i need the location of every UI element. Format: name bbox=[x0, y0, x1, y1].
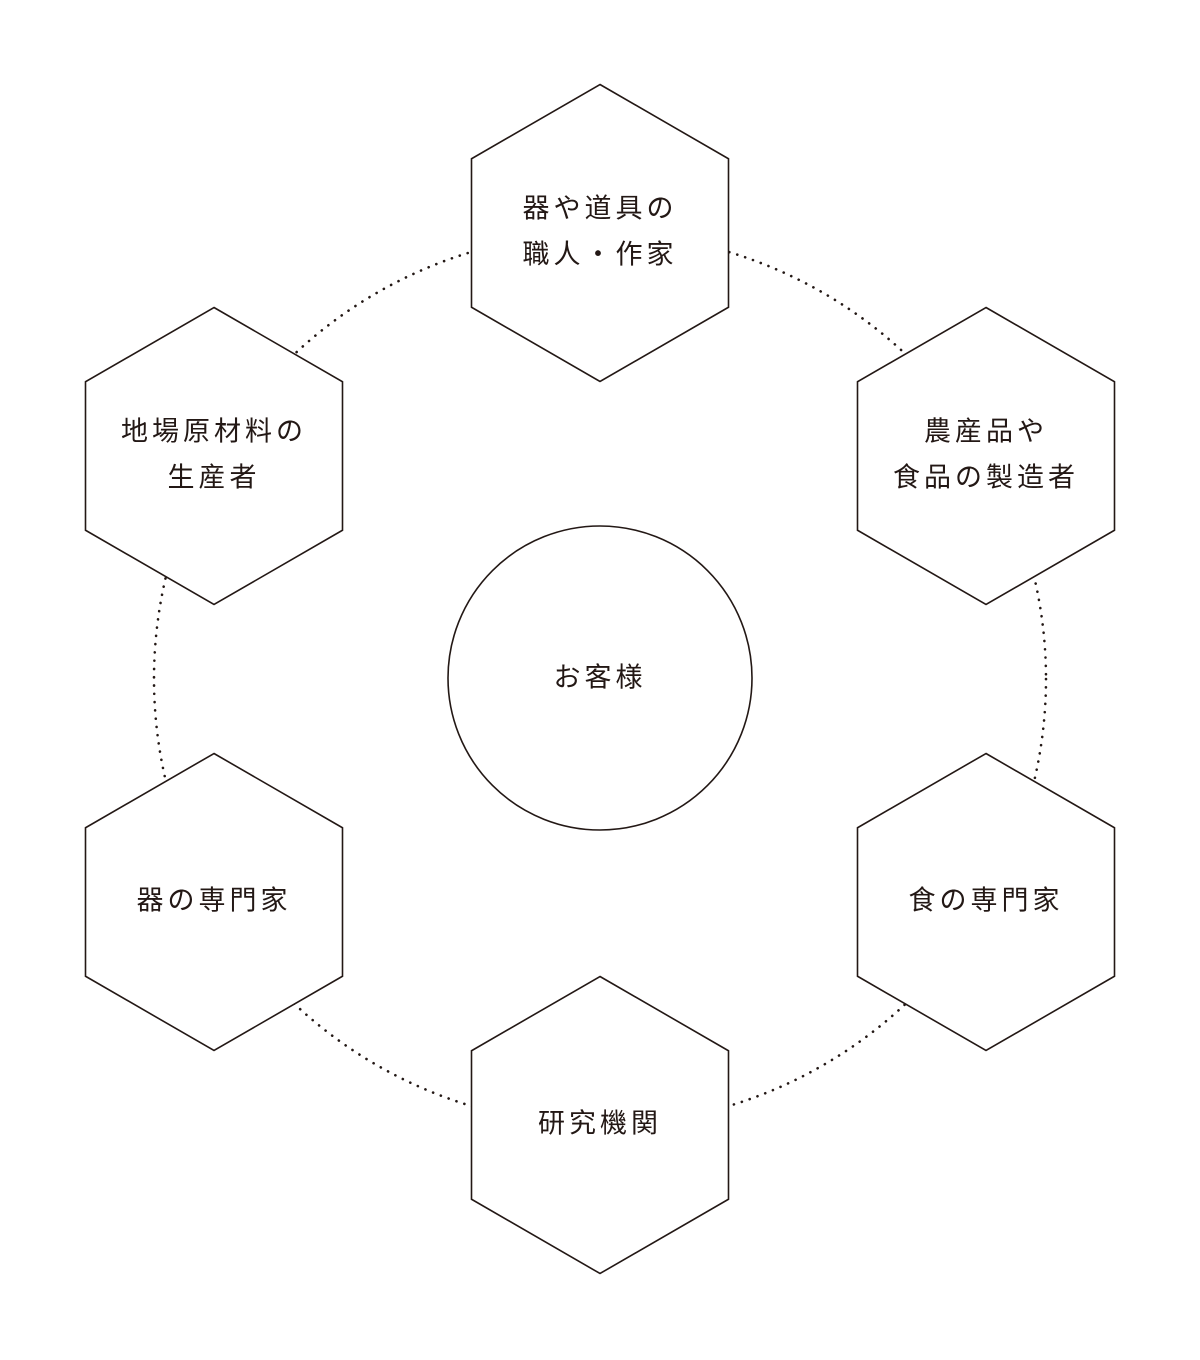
center-circle bbox=[447, 525, 753, 831]
node-label-line: 農産品や bbox=[924, 417, 1048, 448]
node-label-line: 食品の製造者 bbox=[893, 463, 1079, 494]
hexagon-shape bbox=[84, 752, 344, 1052]
node-research-institutions: 研究機関 bbox=[470, 975, 730, 1275]
node-label-line: 器や道具の bbox=[523, 194, 678, 225]
hexagon-shape bbox=[84, 306, 344, 606]
node-label-line: 生産者 bbox=[168, 463, 261, 494]
hexagon-shape bbox=[470, 83, 730, 383]
node-label-line: 職人・作家 bbox=[523, 240, 678, 271]
hexagon-shape bbox=[856, 752, 1116, 1052]
hexagon-shape bbox=[470, 975, 730, 1275]
node-tableware-experts: 器の専門家 bbox=[84, 752, 344, 1052]
node-label-line: 器の専門家 bbox=[137, 886, 292, 917]
center-label: お客様 bbox=[554, 663, 647, 694]
node-food-experts: 食の専門家 bbox=[856, 752, 1116, 1052]
node-label-line: 食の専門家 bbox=[909, 886, 1064, 917]
node-label-line: 研究機関 bbox=[538, 1109, 662, 1140]
node-label-line: 地場原材料の bbox=[121, 417, 307, 448]
hexagon-shape bbox=[856, 306, 1116, 606]
